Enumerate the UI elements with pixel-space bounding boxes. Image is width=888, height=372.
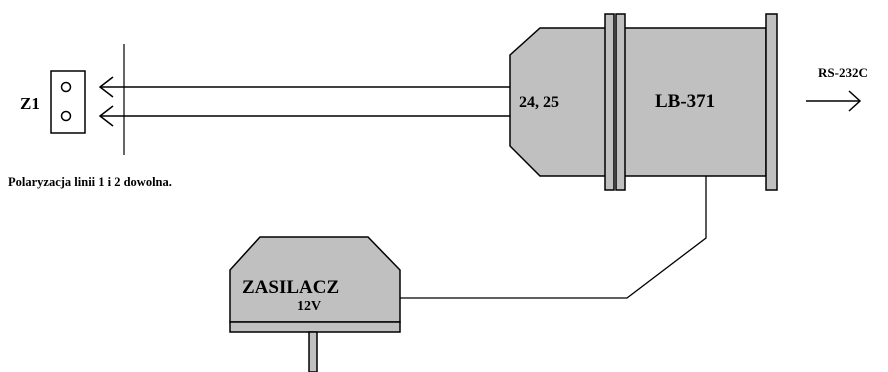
two-wire-cable (98, 76, 510, 127)
wire-2-arrowhead (98, 105, 114, 127)
rs232-output: RS-232C (806, 65, 868, 112)
module-name-label: LB-371 (655, 91, 715, 112)
module-flange-left-2 (615, 13, 626, 191)
connector-pin-1 (60, 81, 72, 93)
rs232-label: RS-232C (818, 65, 868, 80)
module-lb371: 24, 25 LB-371 (509, 13, 778, 191)
power-supply-plug (308, 331, 318, 372)
module-terminal-label: 24, 25 (519, 94, 559, 111)
power-supply-base (229, 321, 401, 333)
power-supply-name: ZASILACZ (242, 277, 339, 298)
connector-z1-label: Z1 (20, 94, 40, 113)
connector-pin-2 (60, 110, 72, 122)
polarization-note: Polaryzacja linii 1 i 2 dowolna. (8, 175, 172, 189)
power-cable (400, 176, 707, 299)
rs232-arrow (806, 90, 862, 112)
module-flange-left-1 (604, 13, 615, 191)
connector-z1: Z1 (20, 70, 86, 134)
module-flange-right (765, 13, 778, 191)
power-supply-voltage: 12V (297, 299, 321, 314)
wire-1-arrowhead (98, 76, 114, 98)
connector-z1-body (50, 70, 86, 134)
power-supply: ZASILACZ 12V (229, 236, 401, 372)
